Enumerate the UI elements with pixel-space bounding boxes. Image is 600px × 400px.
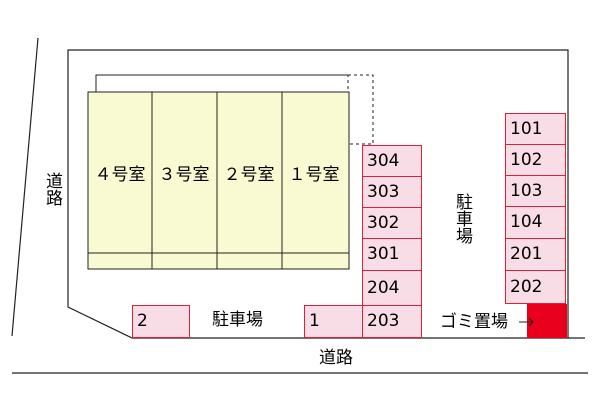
dashed-area [347,74,374,145]
road-label-left: 道路 [42,172,63,206]
parking-space-204: 204 [362,270,422,306]
parking-label-center: 駐車場 [452,193,473,244]
parking-space-102: 102 [505,144,566,176]
lot-boundary [67,49,569,339]
garbage-area [527,304,567,338]
garbage-arrow-head [528,317,534,327]
left-road-edge [11,37,39,337]
parking-space-1: 1 [304,305,363,338]
parking-space-304: 304 [362,145,422,177]
parking-label-bottom: 駐車場 [212,310,263,330]
parking-space-303: 303 [362,176,422,208]
parking-space-101: 101 [505,113,566,145]
road-label-bottom: 道路 [319,348,353,368]
room-3: ３号室 [158,164,210,185]
parking-space-203: 203 [362,305,422,338]
parking-space-201: 201 [505,238,566,271]
room-4: ４号室 [94,164,146,185]
parking-space-302: 302 [362,207,422,239]
room-1: １号室 [288,164,340,185]
garbage-label: ゴミ置場 [440,312,508,332]
parking-space-2: 2 [132,305,190,338]
parking-space-202: 202 [505,270,566,304]
building [87,91,350,270]
parking-space-103: 103 [505,175,566,207]
parking-space-301: 301 [362,238,422,271]
room-2: ２号室 [223,164,275,185]
parking-space-104: 104 [505,206,566,239]
